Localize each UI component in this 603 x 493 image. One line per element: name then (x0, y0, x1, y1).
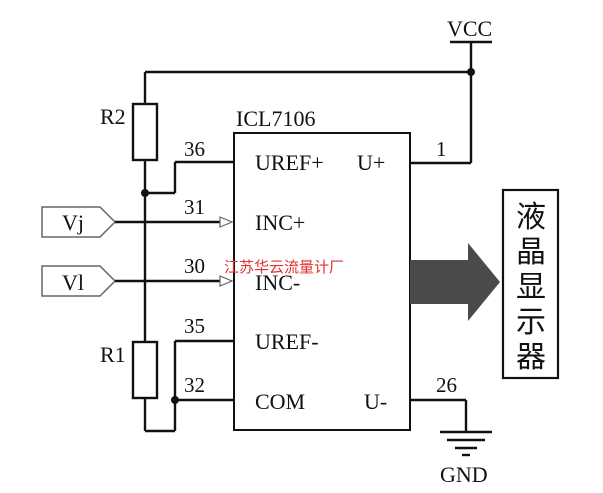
chip-icl7106 (233, 132, 411, 431)
pin-1-number: 1 (436, 137, 447, 161)
vj-label: Vj (62, 210, 84, 235)
lcd-display-box (501, 188, 560, 380)
common-wiring (143, 339, 234, 433)
output-arrow (410, 243, 500, 321)
display-char-2: 晶 (516, 235, 546, 270)
pin-35-number: 35 (184, 314, 205, 338)
ground-symbol (410, 398, 492, 457)
vcc-label: VCC (447, 16, 492, 41)
watermark: 江苏华云流量计厂 (224, 258, 344, 276)
pin-com-name: COM (255, 389, 305, 414)
pin-uref-plus-name: UREF+ (255, 150, 324, 175)
resistor-r2 (131, 102, 159, 162)
pin-uref-minus-name: UREF- (255, 329, 319, 354)
pin-inc-plus-name: INC+ (255, 210, 305, 235)
pin-30-number: 30 (184, 254, 205, 278)
display-char-5: 器 (516, 340, 546, 375)
input-vj (41, 206, 234, 238)
pin-u-plus-name: U+ (357, 150, 385, 175)
pin-31-number: 31 (184, 195, 205, 219)
chip-label: ICL7106 (236, 106, 315, 131)
gnd-label: GND (440, 462, 488, 487)
reference-wiring (141, 160, 234, 342)
r1-label: R1 (100, 342, 126, 367)
pin-36-number: 36 (184, 137, 205, 161)
input-vl (41, 265, 234, 297)
pin-32-number: 32 (184, 373, 205, 397)
r2-label: R2 (100, 104, 126, 129)
display-char-1: 液 (516, 200, 546, 235)
display-char-4: 示 (516, 305, 546, 340)
resistor-r1 (131, 340, 159, 400)
pin-26-number: 26 (436, 373, 457, 397)
display-char-3: 显 (516, 270, 546, 305)
pin-inc-minus-name: INC- (255, 270, 300, 295)
vcc-rail (143, 40, 492, 165)
pin-u-minus-name: U- (364, 389, 387, 414)
vl-label: Vl (62, 270, 84, 295)
